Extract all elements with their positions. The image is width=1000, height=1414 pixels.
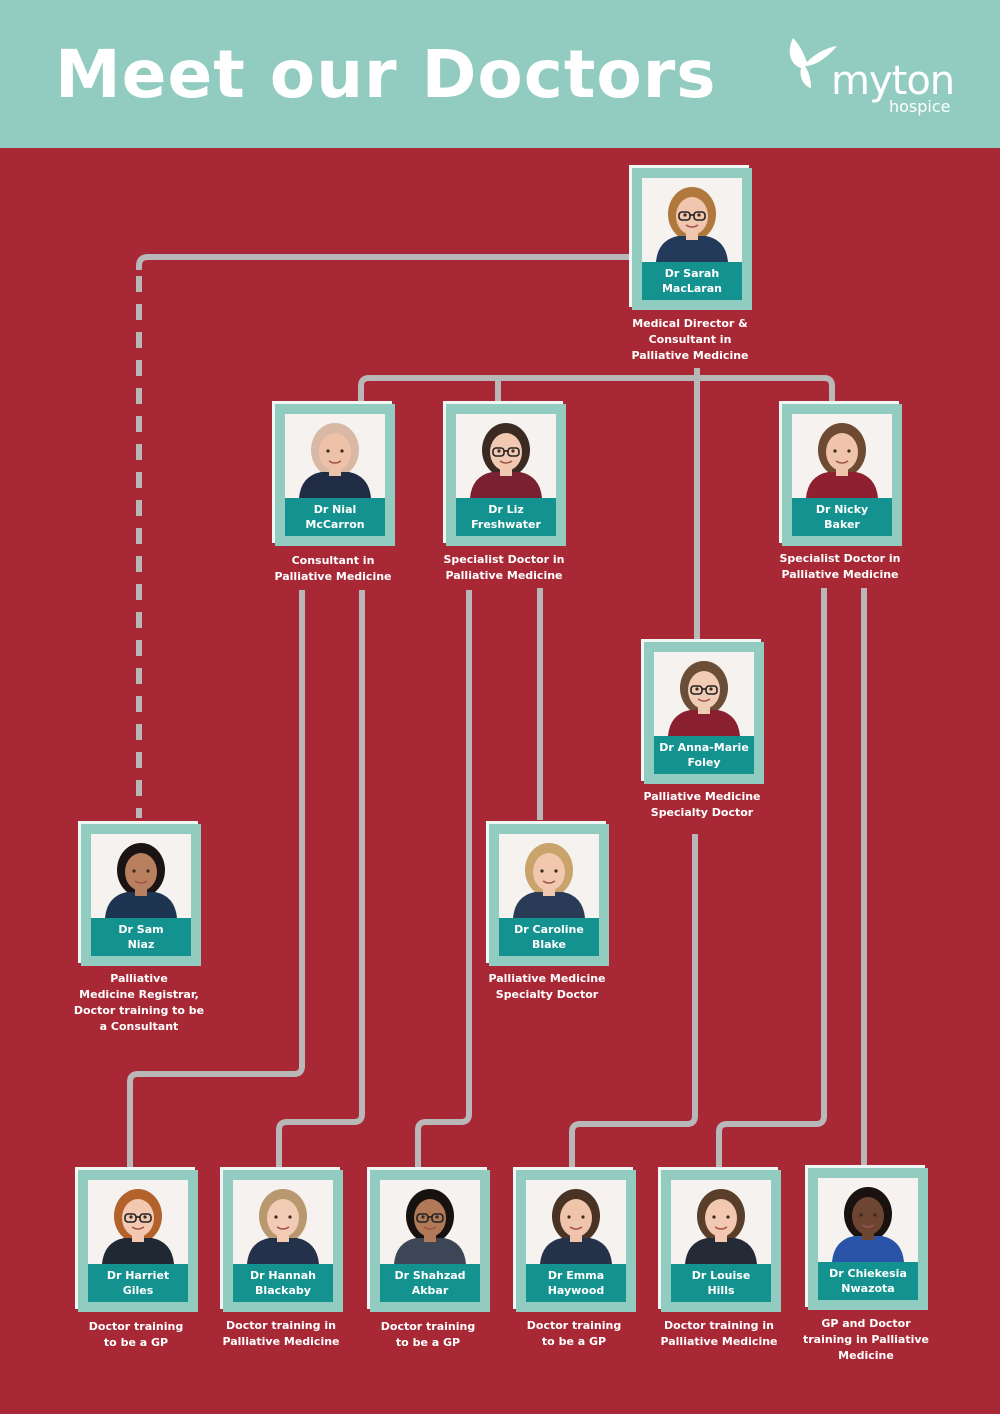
doctor-card-mccarron: Dr Nial McCarron bbox=[272, 401, 395, 546]
doctor-photo bbox=[792, 414, 892, 498]
doctor-name: Dr Emma Haywood bbox=[547, 1269, 605, 1297]
doctor-nameplate: Dr Harriet Giles bbox=[88, 1264, 188, 1302]
doctor-role-blake: Palliative Medicine Specialty Doctor bbox=[488, 972, 606, 1001]
doctor-role-niaz: Palliative Medicine Registrar, Doctor tr… bbox=[73, 972, 205, 1033]
connector-foley-haywood bbox=[569, 834, 698, 1168]
doctor-card-foley: Dr Anna-Marie Foley bbox=[641, 639, 764, 784]
doctor-photo bbox=[91, 834, 191, 918]
doctor-card-haywood: Dr Emma Haywood bbox=[513, 1167, 636, 1312]
doctor-card-giles: Dr Harriet Giles bbox=[75, 1167, 198, 1312]
doctor-nameplate: Dr Caroline Blake bbox=[499, 918, 599, 956]
doctor-nameplate: Dr Sam Niaz bbox=[91, 918, 191, 956]
page-title: Meet our Doctors bbox=[55, 36, 717, 113]
doctor-name: Dr Shahzad Akbar bbox=[394, 1269, 466, 1297]
doctor-role-foley: Palliative Medicine Specialty Doctor bbox=[643, 790, 761, 819]
doctor-role-haywood: Doctor training to be a GP bbox=[526, 1319, 622, 1348]
doctor-name: Dr Chiekesia Nwazota bbox=[829, 1267, 907, 1295]
butterfly-icon bbox=[789, 38, 837, 88]
doctor-card-blake: Dr Caroline Blake bbox=[486, 821, 609, 966]
doctor-role-blackaby: Doctor training in Palliative Medicine bbox=[222, 1319, 340, 1348]
connector-maclaran-branch bbox=[358, 375, 835, 404]
doctor-role-baker: Specialist Doctor in Palliative Medicine bbox=[779, 552, 901, 581]
doctor-name: Dr Nicky Baker bbox=[815, 503, 869, 531]
doctor-card-maclaran: Dr Sarah MacLaran bbox=[629, 165, 752, 310]
doctor-photo bbox=[499, 834, 599, 918]
doctor-card-baker: Dr Nicky Baker bbox=[779, 401, 902, 546]
doctor-nameplate: Dr Shahzad Akbar bbox=[380, 1264, 480, 1302]
doctor-card-blackaby: Dr Hannah Blackaby bbox=[220, 1167, 343, 1312]
doctor-name: Dr Caroline Blake bbox=[514, 923, 584, 951]
logo-wordmark: myton bbox=[831, 58, 955, 104]
doctor-role-akbar: Doctor training to be a GP bbox=[380, 1320, 476, 1349]
logo-subtitle: hospice bbox=[889, 97, 951, 116]
doctor-card-nwazota: Dr Chiekesia Nwazota bbox=[805, 1165, 928, 1310]
doctor-card-hills: Dr Louise Hills bbox=[658, 1167, 781, 1312]
doctor-nameplate: Dr Anna-Marie Foley bbox=[654, 736, 754, 774]
doctor-photo bbox=[233, 1180, 333, 1264]
doctor-photo bbox=[671, 1180, 771, 1264]
doctor-photo bbox=[526, 1180, 626, 1264]
doctor-photo bbox=[818, 1178, 918, 1262]
doctor-nameplate: Dr Sarah MacLaran bbox=[642, 262, 742, 300]
doctor-role-hills: Doctor training in Palliative Medicine bbox=[660, 1319, 778, 1348]
doctor-photo bbox=[456, 414, 556, 498]
doctor-name: Dr Sam Niaz bbox=[118, 923, 164, 951]
doctor-card-akbar: Dr Shahzad Akbar bbox=[367, 1167, 490, 1312]
myton-hospice-logo: myton hospice bbox=[785, 36, 955, 126]
header-banner: Meet our Doctors myton hospice bbox=[0, 0, 1000, 148]
doctor-card-freshwater: Dr Liz Freshwater bbox=[443, 401, 566, 546]
doctor-nameplate: Dr Nicky Baker bbox=[792, 498, 892, 536]
doctor-role-mccarron: Consultant in Palliative Medicine bbox=[274, 554, 392, 583]
doctor-name: Dr Nial McCarron bbox=[305, 503, 365, 531]
doctor-photo bbox=[380, 1180, 480, 1264]
doctor-card-niaz: Dr Sam Niaz bbox=[78, 821, 201, 966]
connector-maclaran-niaz-top bbox=[136, 254, 633, 270]
connector-mccarron-giles bbox=[127, 590, 305, 1168]
doctor-nameplate: Dr Hannah Blackaby bbox=[233, 1264, 333, 1302]
connector-mccarron-blackaby bbox=[276, 590, 365, 1168]
doctor-name: Dr Anna-Marie Foley bbox=[659, 741, 749, 769]
doctor-role-nwazota: GP and Doctor training in Palliative Med… bbox=[802, 1317, 930, 1362]
doctor-photo bbox=[88, 1180, 188, 1264]
doctor-name: Dr Sarah MacLaran bbox=[661, 267, 722, 295]
doctor-nameplate: Dr Emma Haywood bbox=[526, 1264, 626, 1302]
doctor-photo bbox=[285, 414, 385, 498]
doctor-photo bbox=[654, 652, 754, 736]
doctor-photo bbox=[642, 178, 742, 262]
connector-freshwater-akbar bbox=[415, 590, 472, 1168]
doctor-role-maclaran: Medical Director & Consultant in Palliat… bbox=[631, 317, 749, 362]
doctor-nameplate: Dr Nial McCarron bbox=[285, 498, 385, 536]
doctor-role-freshwater: Specialist Doctor in Palliative Medicine bbox=[443, 553, 565, 582]
doctor-name: Dr Harriet Giles bbox=[106, 1269, 170, 1297]
doctor-name: Dr Liz Freshwater bbox=[471, 503, 541, 531]
doctor-role-giles: Doctor training to be a GP bbox=[88, 1320, 184, 1349]
doctor-nameplate: Dr Chiekesia Nwazota bbox=[818, 1262, 918, 1300]
doctor-name: Dr Hannah Blackaby bbox=[250, 1269, 316, 1297]
doctor-name: Dr Louise Hills bbox=[691, 1269, 751, 1297]
doctor-nameplate: Dr Louise Hills bbox=[671, 1264, 771, 1302]
doctor-nameplate: Dr Liz Freshwater bbox=[456, 498, 556, 536]
connector-baker-hills bbox=[716, 588, 827, 1168]
